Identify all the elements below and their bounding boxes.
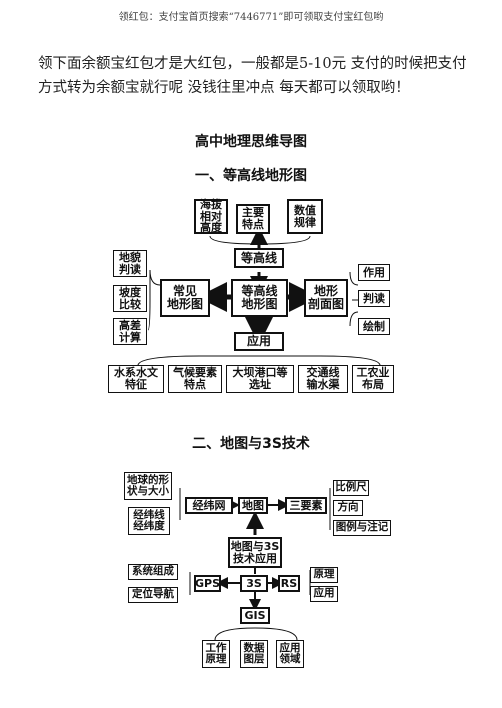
contour-box: 等高线 bbox=[234, 248, 284, 268]
right-item-draw: 绘制 bbox=[358, 318, 390, 335]
left-item-latlong: 经纬线 经纬度 bbox=[128, 507, 170, 535]
right-item-scale: 比例尺 bbox=[333, 480, 369, 496]
intro-text: 领下面余额宝红包才是大红包，一般都是5-10元 支付的时候把支付方式转为余额宝就… bbox=[38, 56, 467, 96]
right-item-function: 作用 bbox=[358, 264, 390, 281]
right-item-legend: 图例与注记 bbox=[333, 520, 391, 536]
rs-box: RS bbox=[278, 575, 300, 592]
right-item-read: 判读 bbox=[358, 290, 390, 307]
left-item-slope: 坡度 比较 bbox=[113, 285, 147, 312]
right-profile-box: 地形 剖面图 bbox=[304, 279, 348, 317]
left-item-landform: 地貌 判读 bbox=[113, 250, 147, 277]
left-item-earth-shape: 地球的形 状与大小 bbox=[124, 472, 172, 500]
rs-item-principle: 原理 bbox=[310, 567, 338, 583]
apply-box: 应用 bbox=[234, 332, 284, 351]
right-item-direction: 方向 bbox=[333, 500, 363, 516]
map-box: 地图 bbox=[238, 497, 268, 514]
bottom-item-transport: 交通线 输水渠 bbox=[298, 365, 348, 393]
left-item-height: 高差 计算 bbox=[113, 318, 147, 345]
gis-item-data-layer: 数据 图层 bbox=[240, 640, 268, 668]
three-elements-box: 三要素 bbox=[285, 497, 327, 514]
left-map-box: 常见 地形图 bbox=[160, 279, 210, 317]
top-box-rules: 数值 规律 bbox=[287, 199, 323, 234]
bottom-item-climate: 气候要素 特点 bbox=[168, 365, 222, 393]
rs-item-application: 应用 bbox=[310, 586, 338, 602]
gps-box: GPS bbox=[194, 575, 221, 592]
bottom-item-hydrology: 水系水文 特征 bbox=[108, 365, 164, 393]
center-box: 等高线 地形图 bbox=[231, 279, 288, 317]
main-title: 高中地理思维导图 bbox=[195, 134, 307, 150]
section2-title: 二、地图与3S技术 bbox=[192, 436, 310, 452]
section1-title: 一、等高线地形图 bbox=[195, 168, 307, 184]
bottom-item-dam: 大坝港口等 选址 bbox=[226, 365, 294, 393]
gis-box: GIS bbox=[240, 607, 270, 624]
3s-box: 3S bbox=[240, 575, 268, 592]
page-header: 领红包：支付宝首页搜索“7446771”即可领取支付宝红包哟 bbox=[118, 12, 384, 23]
gps-item-system: 系统组成 bbox=[128, 564, 178, 580]
bottom-item-industry: 工农业 布局 bbox=[352, 365, 394, 393]
gis-item-principle: 工作 原理 bbox=[202, 640, 230, 668]
graticule-box: 经纬网 bbox=[185, 497, 233, 514]
top-box-altitude: 海拔 相对高度 bbox=[194, 199, 228, 234]
gps-item-navigation: 定位导航 bbox=[128, 587, 178, 603]
gis-item-application: 应用 领域 bbox=[276, 640, 304, 668]
top-box-features: 主要 特点 bbox=[236, 204, 270, 234]
tech-application-box: 地图与3S 技术应用 bbox=[228, 537, 282, 568]
